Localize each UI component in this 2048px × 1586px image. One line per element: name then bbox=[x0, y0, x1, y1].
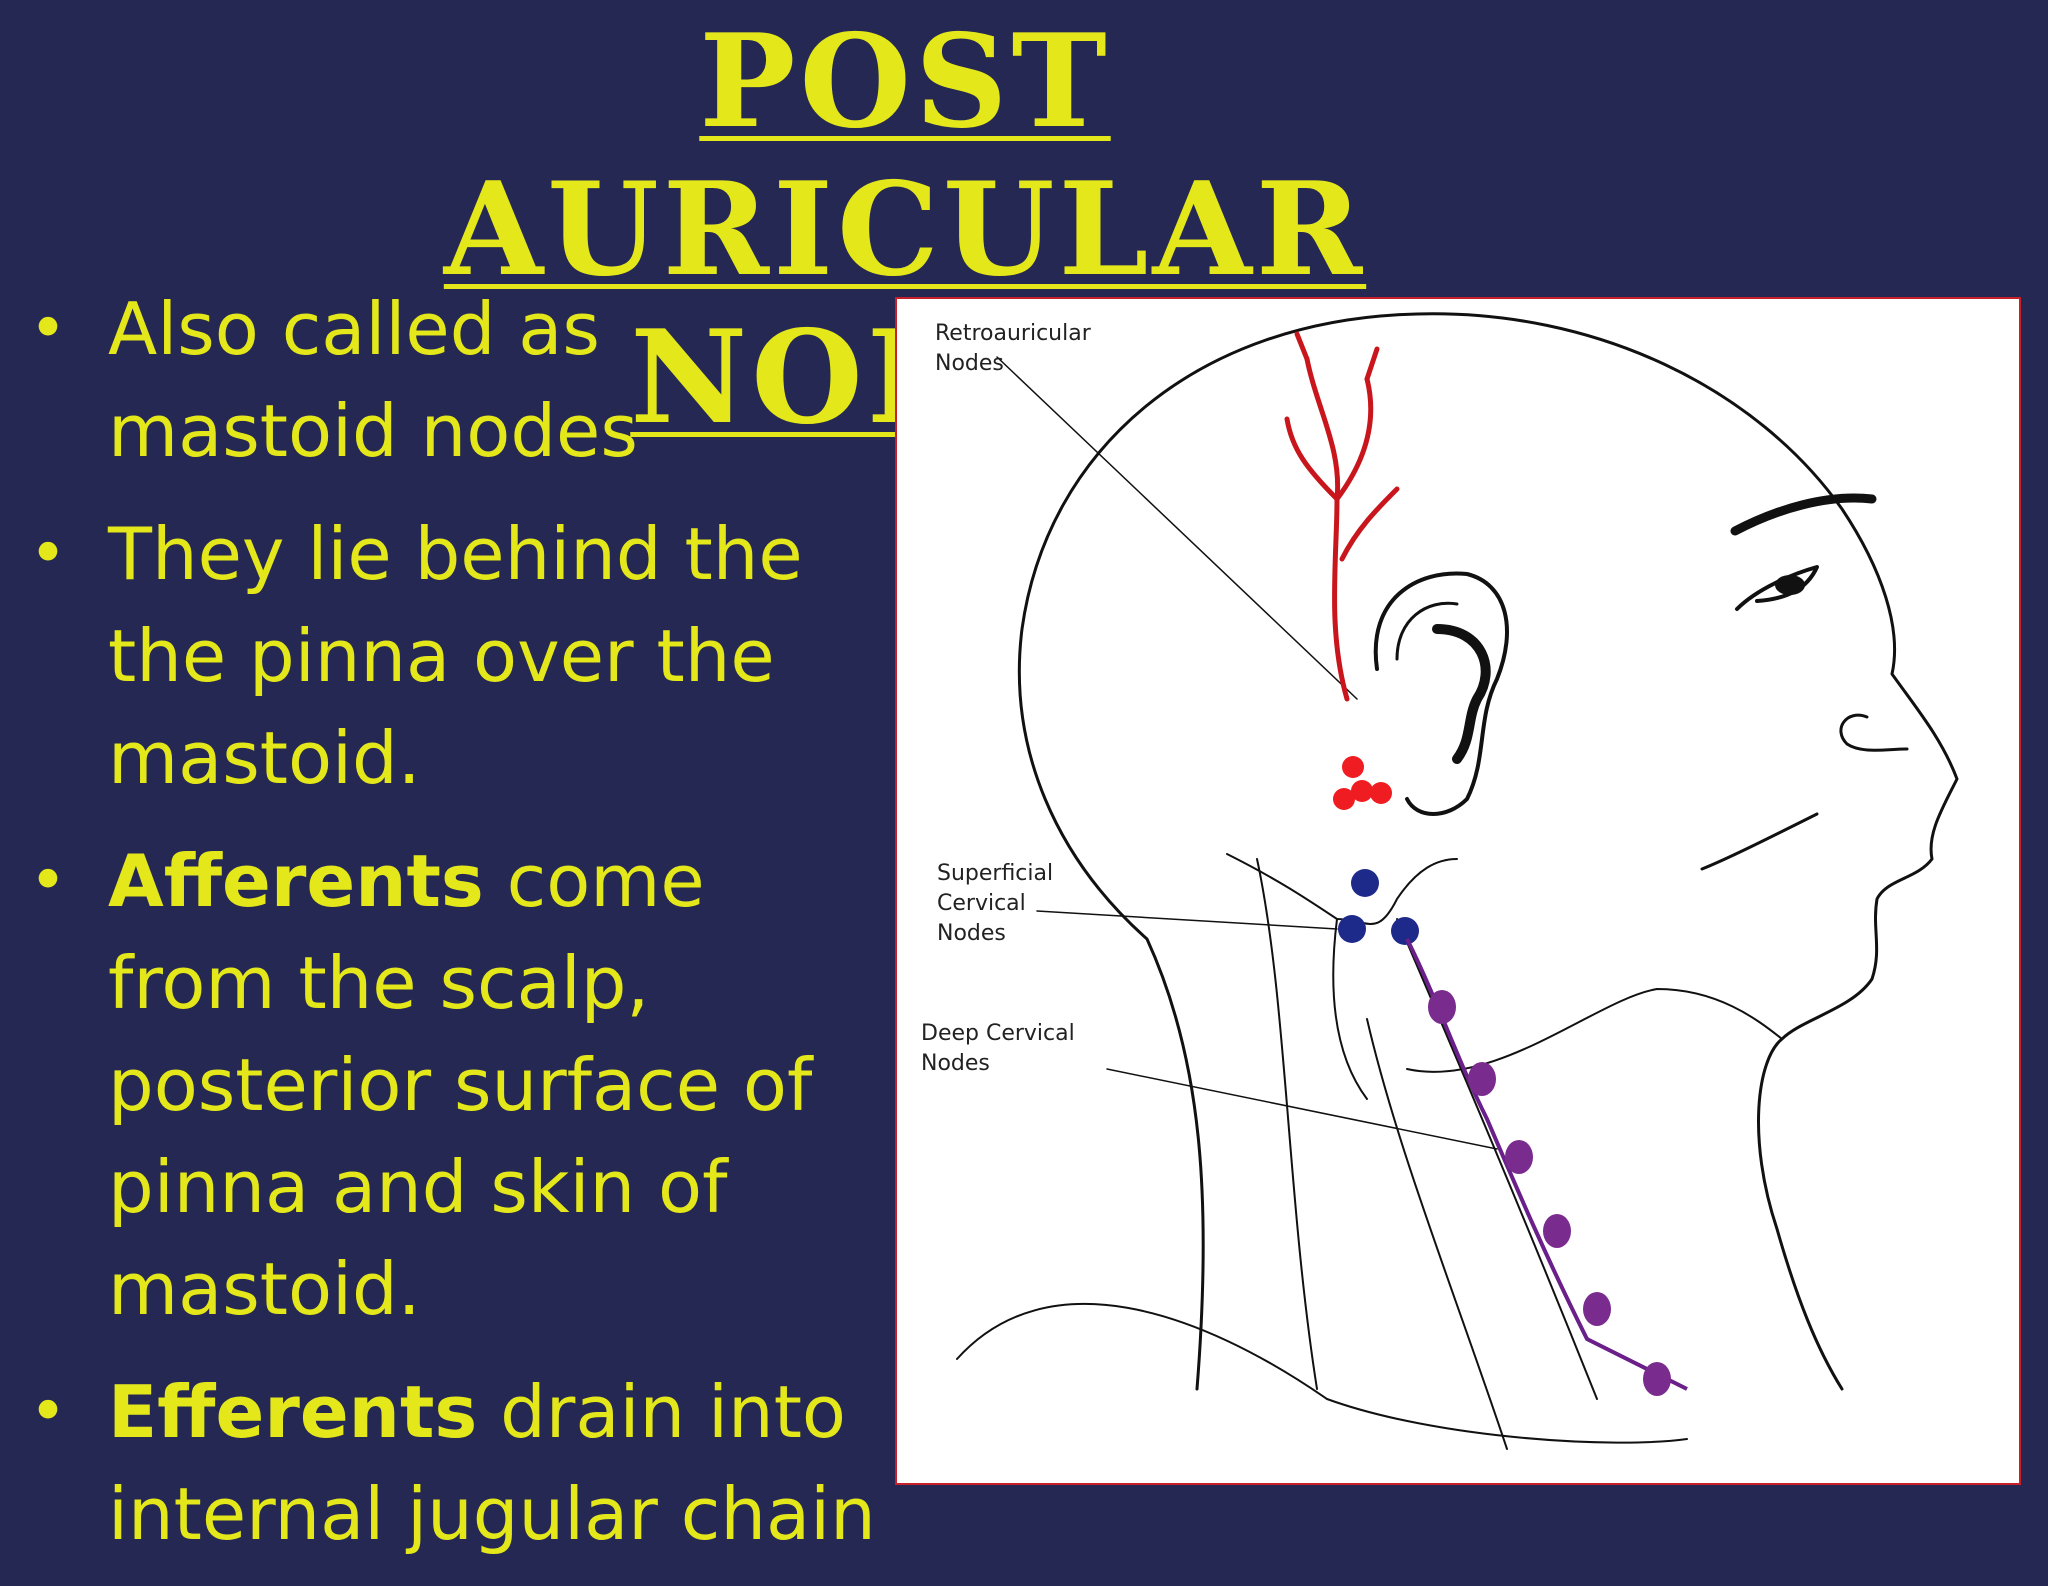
label-line: Retroauricular bbox=[935, 321, 1091, 346]
lymph-vessel-red bbox=[1364, 346, 1380, 382]
lymph-vessel-red bbox=[1304, 356, 1350, 702]
bullet-text: come from the scalp, posterior surface o… bbox=[108, 839, 813, 1331]
ear bbox=[1373, 571, 1509, 816]
superficial-nodes bbox=[1338, 869, 1419, 945]
bullet-bold: Afferents bbox=[108, 839, 484, 923]
ear-canal bbox=[1432, 624, 1491, 764]
label-line: Deep Cervical bbox=[921, 1021, 1075, 1046]
bullet-item: • They lie behind the the pinna over the… bbox=[28, 503, 888, 809]
shoulder-line bbox=[956, 1303, 1688, 1444]
head-neck-illustration bbox=[956, 312, 1959, 1450]
neck-line bbox=[1396, 918, 1598, 1400]
bullet-item: • Afferents come from the scalp, posteri… bbox=[28, 830, 888, 1340]
label-line: Nodes bbox=[937, 921, 1006, 946]
node-blue bbox=[1338, 915, 1366, 943]
bullet-text: Also called as mastoid nodes bbox=[108, 287, 638, 473]
node-red bbox=[1333, 788, 1355, 810]
node-purple bbox=[1468, 1062, 1496, 1096]
lymph-vessel bbox=[1226, 853, 1458, 925]
node-purple bbox=[1543, 1214, 1571, 1248]
bullet-icon: • bbox=[29, 1375, 67, 1449]
nostril bbox=[1839, 713, 1909, 752]
bullet-item: • Also called as mastoid nodes bbox=[28, 278, 888, 482]
bullet-list: • Also called as mastoid nodes • They li… bbox=[28, 278, 888, 1586]
deep-cervical-nodes bbox=[1428, 990, 1671, 1396]
ear-inner bbox=[1395, 601, 1459, 661]
label-deep-cervical: Deep Cervical Nodes bbox=[921, 1019, 1075, 1079]
node-blue bbox=[1351, 869, 1379, 897]
label-superficial-cervical: Superficial Cervical Nodes bbox=[937, 859, 1053, 949]
slide: POST AURICULAR NODES • Also called as ma… bbox=[29, 7, 2021, 1556]
label-retroauricular: Retroauricular Nodes bbox=[935, 319, 1091, 379]
node-red bbox=[1370, 782, 1392, 804]
pointer-retro bbox=[996, 356, 1358, 700]
mouth bbox=[1700, 812, 1819, 871]
lymph-vessel-red bbox=[1294, 331, 1310, 362]
node-red bbox=[1351, 780, 1373, 802]
title-line-1: POST AURICULAR bbox=[443, 7, 1367, 305]
lymph-vessel-red bbox=[1334, 376, 1374, 502]
node-purple bbox=[1583, 1292, 1611, 1326]
neck-line bbox=[1366, 1018, 1508, 1450]
bullet-icon: • bbox=[29, 517, 67, 591]
node-blue bbox=[1391, 917, 1419, 945]
bullet-icon: • bbox=[29, 292, 67, 366]
node-purple bbox=[1428, 990, 1456, 1024]
eyebrow bbox=[1730, 493, 1877, 536]
jaw-line bbox=[1406, 988, 1783, 1073]
label-line: Nodes bbox=[935, 351, 1004, 376]
bullet-text: They lie behind the the pinna over the m… bbox=[108, 512, 803, 800]
node-red bbox=[1342, 756, 1364, 778]
bullet-bold: Efferents bbox=[108, 1370, 478, 1454]
bullet-item: • Efferents drain into internal jugular … bbox=[28, 1361, 888, 1565]
eye bbox=[1735, 565, 1819, 611]
pointer-superficial bbox=[1036, 910, 1338, 930]
lymph-vessel-red bbox=[1339, 486, 1400, 562]
pointer-deep bbox=[1106, 1068, 1498, 1150]
lymph-vessel bbox=[1332, 918, 1368, 1100]
lymph-vessel-red bbox=[1284, 416, 1340, 502]
label-line: Superficial bbox=[937, 861, 1054, 886]
eye-pupil bbox=[1775, 575, 1805, 595]
label-line: Cervical bbox=[937, 891, 1026, 916]
anatomy-figure: Retroauricular Nodes Superficial Cervica… bbox=[895, 297, 2021, 1485]
node-purple bbox=[1505, 1140, 1533, 1174]
head-outline bbox=[1017, 312, 1959, 1391]
bullet-icon: • bbox=[29, 844, 67, 918]
label-line: Nodes bbox=[921, 1051, 990, 1076]
node-purple bbox=[1643, 1362, 1671, 1396]
retroauricular-nodes bbox=[1333, 756, 1392, 810]
neck-line bbox=[1256, 858, 1318, 1390]
